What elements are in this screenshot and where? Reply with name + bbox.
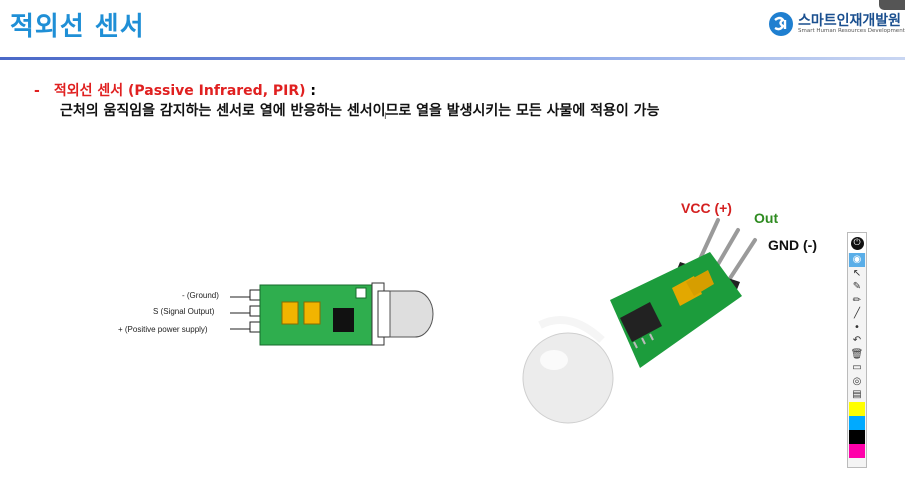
- pin-label-out: Out: [754, 210, 778, 226]
- pir-diagram: [220, 275, 440, 355]
- screen-icon[interactable]: ▭: [849, 361, 865, 375]
- diagram-label-ground: - (Ground): [182, 291, 219, 300]
- marker-icon[interactable]: ✏: [849, 294, 865, 308]
- corner-badge: [879, 0, 905, 10]
- eye-icon[interactable]: ◉: [849, 253, 865, 267]
- diagram-label-signal: S (Signal Output): [153, 307, 214, 316]
- trash-icon[interactable]: 🗑: [849, 348, 865, 362]
- logo-text: 스마트인재개발원: [798, 10, 901, 30]
- corner-pad: [356, 288, 366, 298]
- logo-subtext: Smart Human Resources Development: [798, 28, 905, 34]
- heading-term: 적외선 센서 (Passive Infrared, PIR): [54, 83, 306, 99]
- capacitor-2: [304, 302, 320, 324]
- section-heading: -적외선 센서 (Passive Infrared, PIR) :: [34, 80, 316, 100]
- lens-housing: [378, 291, 390, 337]
- camera-icon[interactable]: ◎: [849, 375, 865, 389]
- color-swatch-black[interactable]: [849, 430, 865, 444]
- bullet-dash: -: [34, 83, 40, 99]
- annotation-toolbar: ⏻ ◉ ↖ ✎ ✏ ╱ • ↶ 🗑 ▭ ◎ ▤: [847, 232, 867, 468]
- pir-module-photo: [510, 210, 780, 425]
- dome-highlight: [540, 350, 568, 370]
- description-text: 근처의 움직임을 감지하는 센서로 열에 반응하는 센서이므로 열을 발생시키는…: [60, 100, 659, 120]
- chip: [333, 308, 354, 332]
- color-swatch-magenta[interactable]: [849, 444, 865, 458]
- heading-colon: :: [306, 83, 316, 99]
- pointer-icon[interactable]: ↖: [849, 267, 865, 281]
- color-swatch-yellow[interactable]: [849, 402, 865, 416]
- highlighter-icon[interactable]: ╱: [849, 307, 865, 321]
- pin-label-vcc: VCC (+): [681, 200, 732, 216]
- title-divider: [0, 57, 905, 60]
- pcb-board-photo: [610, 252, 742, 368]
- capacitor-1: [282, 302, 298, 324]
- color-swatch-cyan[interactable]: [849, 416, 865, 430]
- power-icon: ⏻: [851, 237, 864, 250]
- toolbar-toggle-button[interactable]: ⏻: [848, 233, 866, 253]
- clipboard-icon[interactable]: ▤: [849, 388, 865, 402]
- pir-lens: [390, 291, 433, 337]
- dome-lens: [523, 333, 613, 423]
- logo-mark-icon: [768, 11, 794, 37]
- diagram-label-power: + (Positive power supply): [118, 325, 208, 334]
- pin-label-gnd: GND (-): [768, 237, 817, 253]
- undo-icon[interactable]: ↶: [849, 334, 865, 348]
- dot-icon[interactable]: •: [849, 321, 865, 335]
- logo: 스마트인재개발원 Smart Human Resources Developme…: [768, 10, 898, 38]
- text-cursor-icon: I: [384, 112, 387, 122]
- slide-title: 적외선 센서: [10, 6, 145, 43]
- pen-icon[interactable]: ✎: [849, 280, 865, 294]
